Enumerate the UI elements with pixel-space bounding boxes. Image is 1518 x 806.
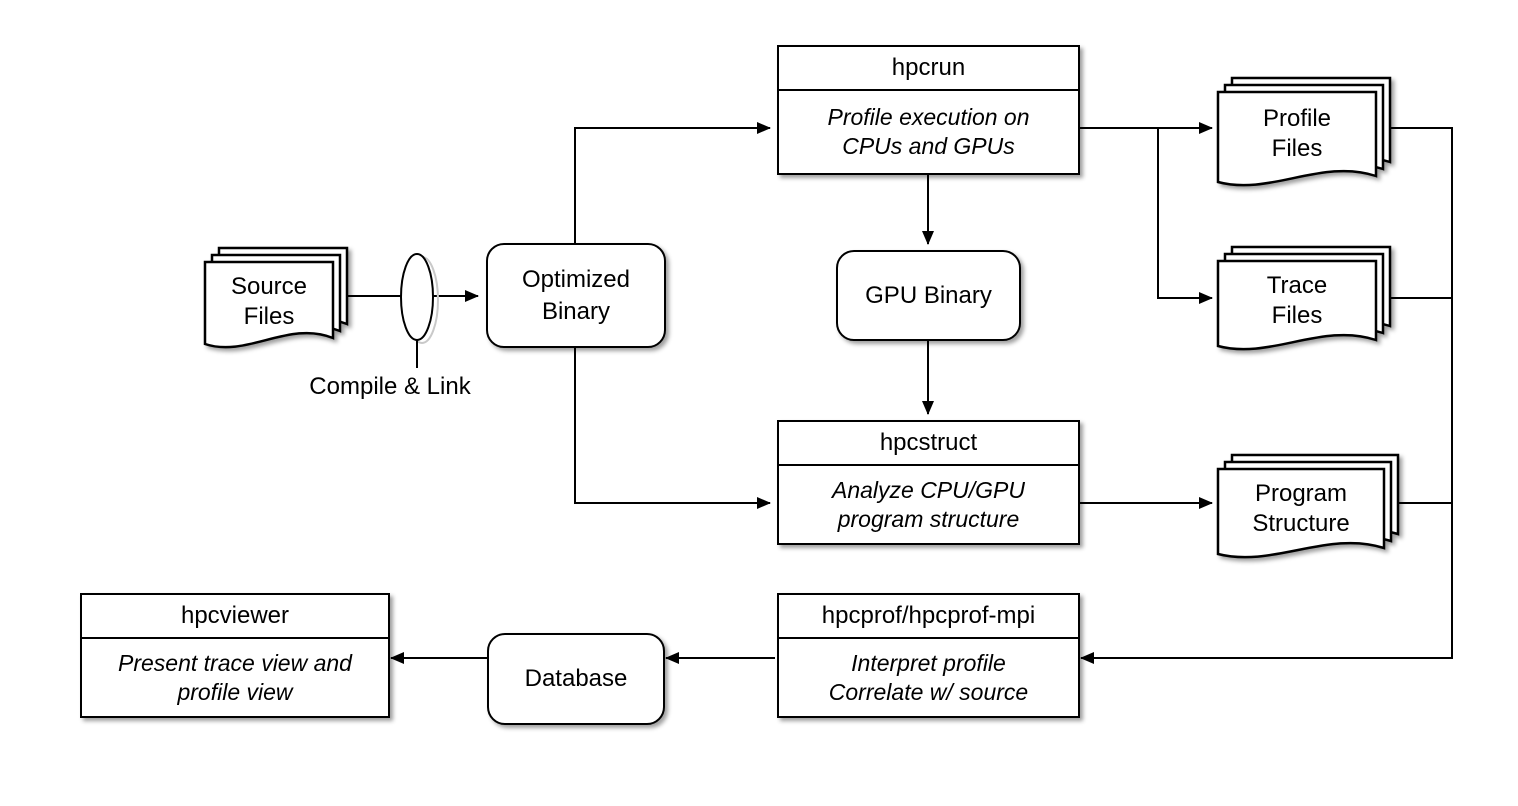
edge-optimized-to-hpcstruct [574, 348, 771, 509]
hpcprof-description: Interpret profile Correlate w/ source [828, 649, 1029, 705]
hpcrun-title: hpcrun [779, 47, 1078, 91]
edge-optimized-to-hpcrun [574, 122, 771, 243]
optimized-binary-node: Optimized Binary [486, 243, 666, 348]
hpcviewer-description: Present trace view and profile view [118, 649, 352, 705]
compile-link-label: Compile & Link [309, 373, 471, 400]
hpcstruct-node: hpcstruct Analyze CPU/GPU program struct… [777, 420, 1080, 545]
hpcrun-description: Profile execution on CPUs and GPUs [827, 104, 1030, 159]
gpu-binary-node: GPU Binary [836, 250, 1021, 341]
diagram-edges [347, 122, 1453, 664]
program-structure-stack [1216, 453, 1400, 559]
database-node: Database [487, 633, 665, 725]
hpcprof-node: hpcprof/hpcprof-mpi Interpret profile Co… [777, 593, 1080, 718]
hpcrun-node: hpcrun Profile execution on CPUs and GPU… [777, 45, 1080, 175]
hpcstruct-description: Analyze CPU/GPU program structure [831, 476, 1025, 532]
edge-collector-to-hpcprof [1080, 127, 1453, 664]
edge-branch-to-tracefiles [1157, 128, 1213, 304]
source-files-stack [203, 246, 349, 349]
hpcprof-title: hpcprof/hpcprof-mpi [779, 595, 1078, 639]
profile-files-stack [1216, 76, 1392, 187]
hpcviewer-node: hpcviewer Present trace view and profile… [80, 593, 390, 718]
hpcviewer-title: hpcviewer [82, 595, 388, 639]
hpcstruct-title: hpcstruct [779, 422, 1078, 466]
trace-files-stack [1216, 245, 1392, 351]
compile-link-ellipse [400, 253, 439, 368]
